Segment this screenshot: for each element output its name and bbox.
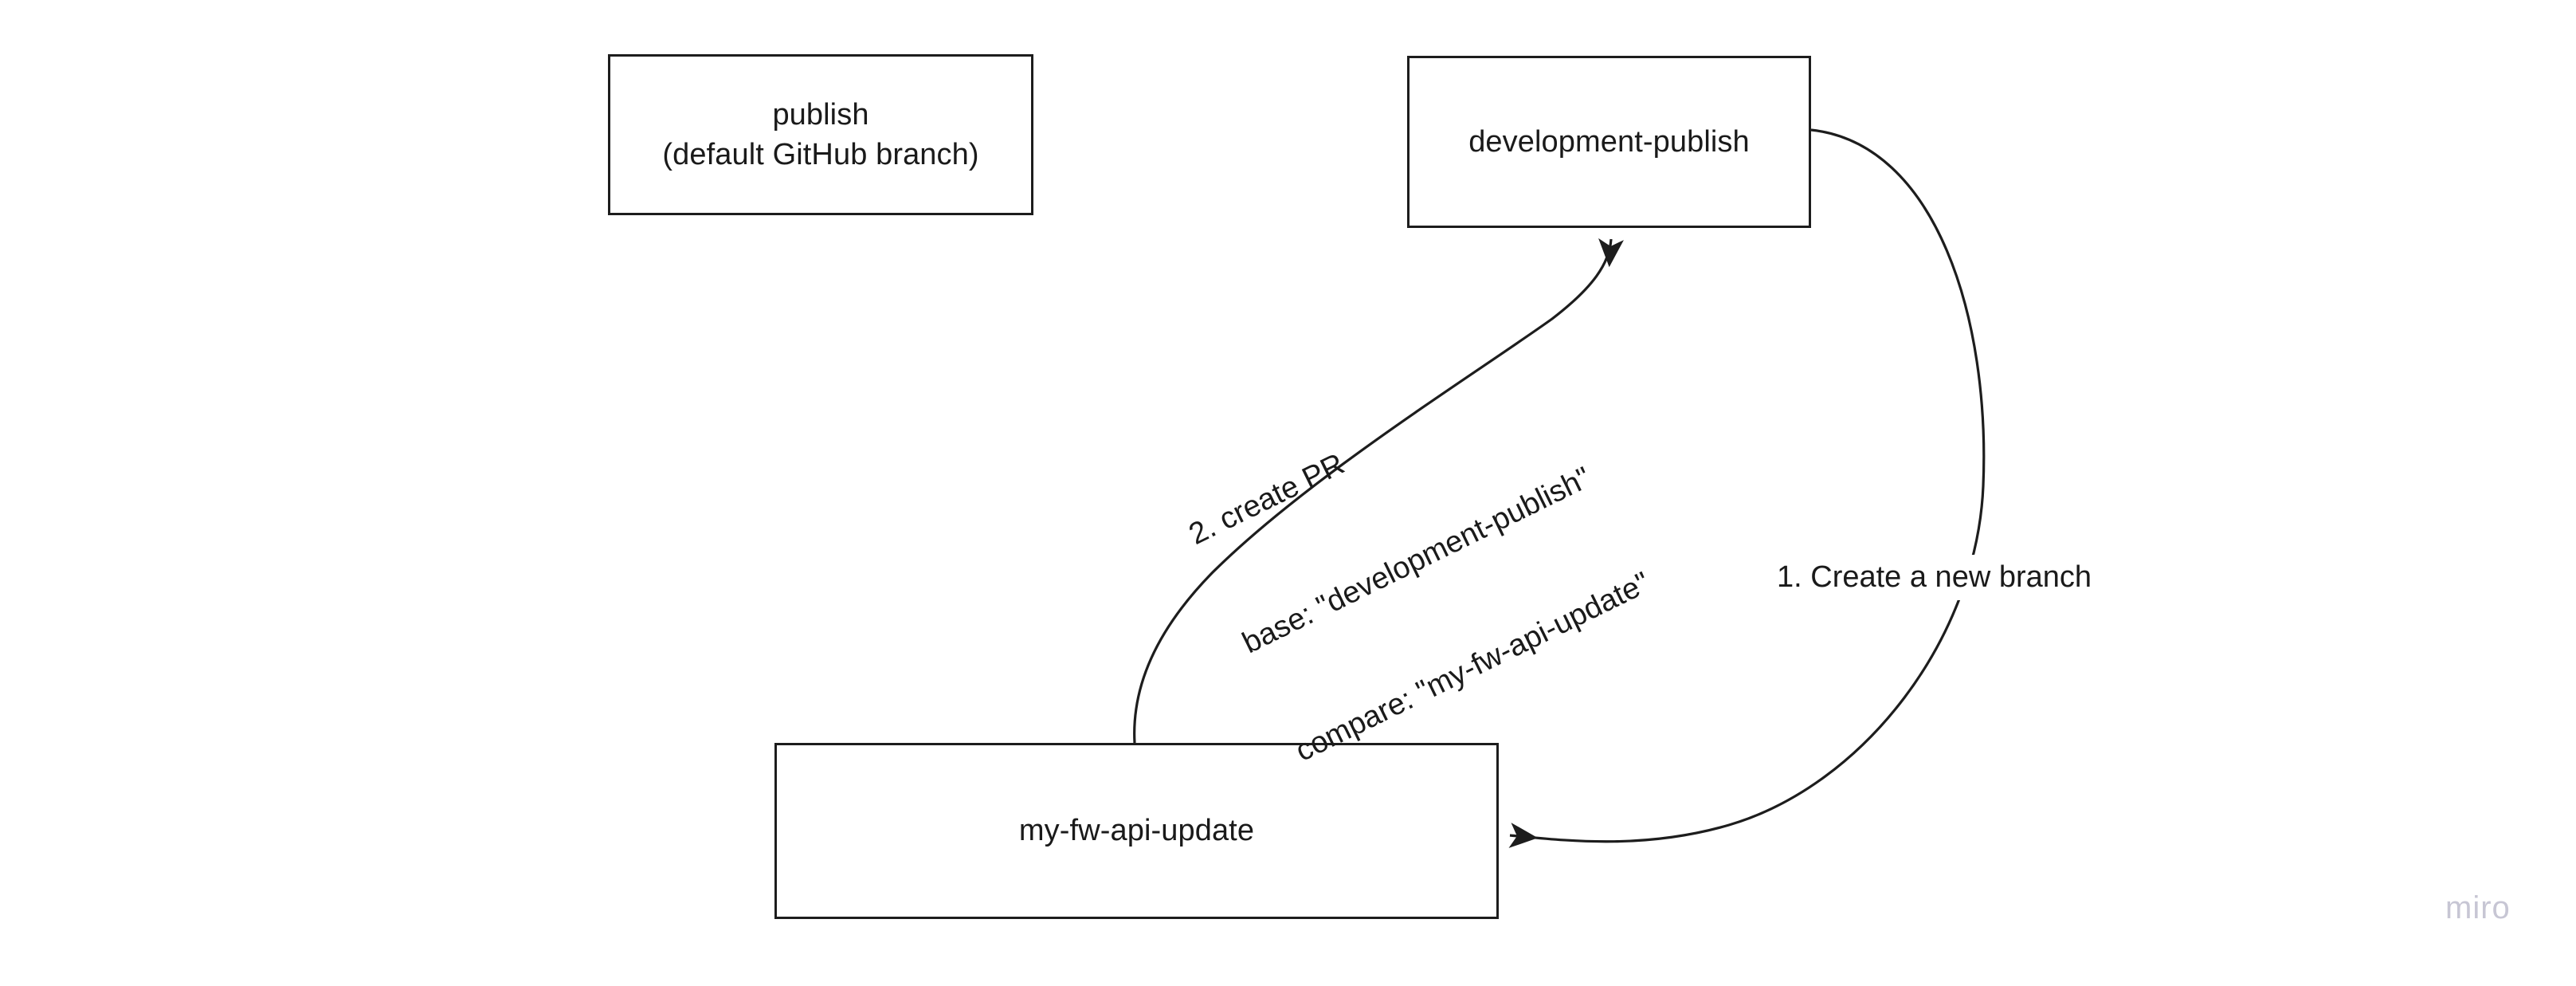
edge-label-create-a-new-branch[interactable]: 1. Create a new branch <box>1771 555 2098 600</box>
node-my-fw-api-update-label: my-fw-api-update <box>1018 814 1255 848</box>
node-development-publish-label: development-publish <box>1468 124 1750 159</box>
miro-watermark: miro <box>2445 890 2511 925</box>
node-my-fw-api-update[interactable]: my-fw-api-update <box>774 743 1499 919</box>
node-publish-label: publish (default GitHub branch) <box>662 97 979 171</box>
node-development-publish[interactable]: development-publish <box>1407 56 1811 228</box>
edge-create-a-new-branch <box>1508 128 1986 848</box>
edge-create-pr <box>1133 238 1624 744</box>
node-publish[interactable]: publish (default GitHub branch) <box>608 54 1033 215</box>
